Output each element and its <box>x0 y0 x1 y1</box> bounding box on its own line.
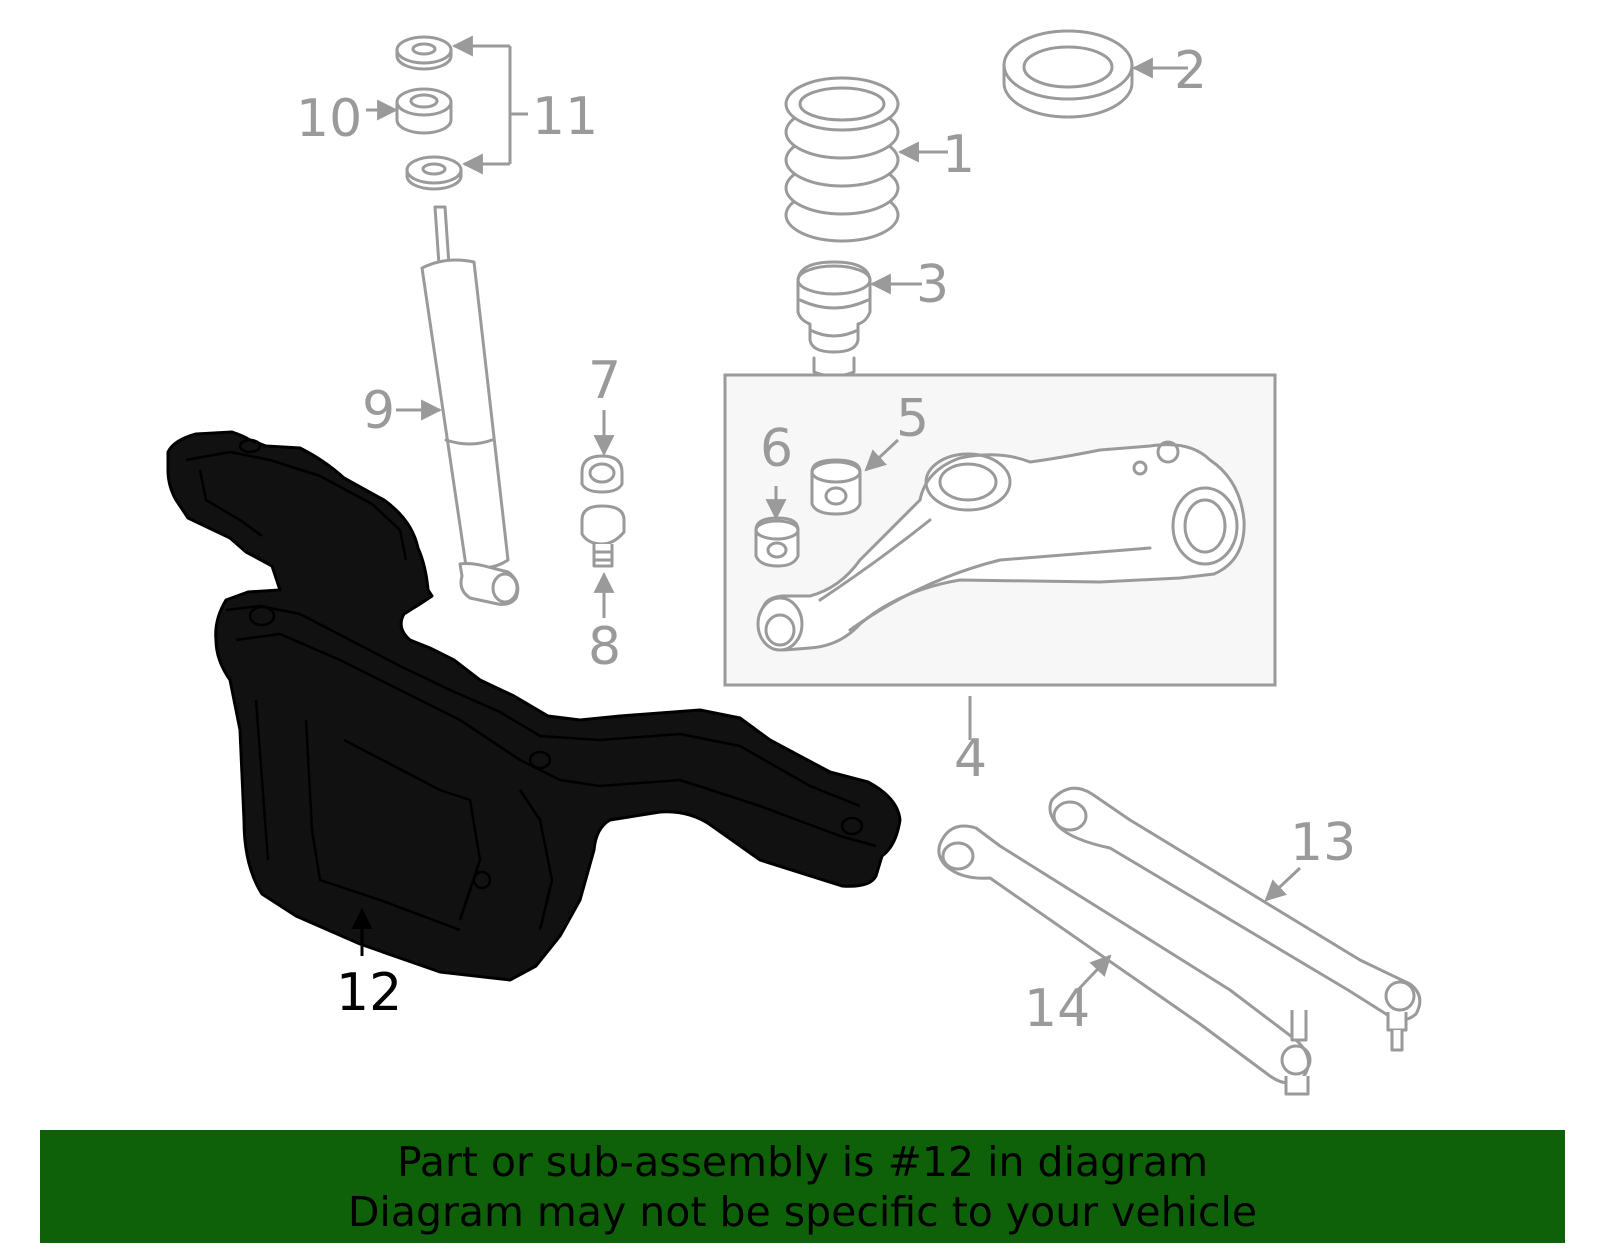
callout-12: 12 <box>336 963 402 1023</box>
callout-9: 9 <box>362 381 395 441</box>
part-11-upper-washer[interactable] <box>395 35 453 71</box>
part-5-bushing[interactable] <box>810 458 862 516</box>
banner-line-2: Diagram may not be specific to your vehi… <box>347 1187 1258 1236</box>
part-13-lateral-link[interactable] <box>1048 786 1422 1052</box>
part-6-bushing[interactable] <box>754 516 800 568</box>
info-banner: Part or sub-assembly is #12 in diagram D… <box>40 1130 1565 1243</box>
part-10-bushing[interactable] <box>395 87 453 135</box>
callout-14: 14 <box>1024 979 1090 1039</box>
callout-5: 5 <box>896 389 929 449</box>
callout-4: 4 <box>954 729 987 789</box>
part-9-shock-absorber[interactable] <box>420 205 520 606</box>
part-7-nut[interactable] <box>580 454 624 494</box>
callout-3: 3 <box>916 255 949 315</box>
part-2-spring-seat[interactable] <box>1002 29 1134 119</box>
part-1-coil-spring[interactable] <box>784 76 900 243</box>
leader-lines <box>351 35 1302 994</box>
banner-line-1: Part or sub-assembly is #12 in diagram <box>396 1137 1209 1186</box>
callout-6: 6 <box>760 419 793 479</box>
part-8-bolt[interactable] <box>580 504 626 568</box>
part-12-rear-subframe[interactable] <box>166 430 902 982</box>
callout-13: 13 <box>1290 813 1356 873</box>
callout-11: 11 <box>532 87 598 147</box>
part-14-lateral-link[interactable] <box>937 824 1312 1096</box>
callout-labels: 1 2 3 4 5 6 7 8 9 10 11 12 13 14 <box>296 41 1356 1039</box>
callout-1: 1 <box>942 125 975 185</box>
callout-7: 7 <box>588 351 621 411</box>
callout-2: 2 <box>1174 41 1207 101</box>
part-4-assembly-box[interactable] <box>723 373 1277 687</box>
callout-10: 10 <box>296 89 362 149</box>
callout-8: 8 <box>588 617 621 677</box>
part-11-lower-washer[interactable] <box>405 155 463 191</box>
part-3-bump-stop[interactable] <box>796 260 872 378</box>
